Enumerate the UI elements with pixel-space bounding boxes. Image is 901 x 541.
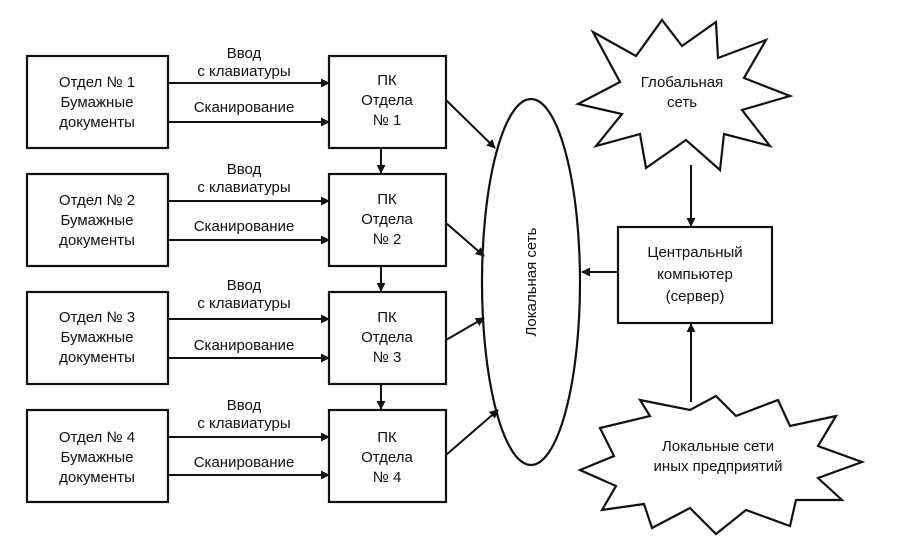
- local-network-label: Локальная сеть: [523, 227, 540, 336]
- keyboard-input-label-3-line-2: с клавиатуры: [197, 295, 290, 312]
- pc-2-line-3: № 2: [373, 231, 402, 248]
- other-networks-line-1: Локальные сети: [662, 438, 774, 455]
- server-line-1: Центральный: [647, 244, 742, 261]
- keyboard-input-label-4-line-2: с клавиатуры: [197, 415, 290, 432]
- other-networks-burst: [577, 394, 866, 536]
- department-1-line-3: документы: [59, 114, 135, 131]
- department-row-4: Отдел № 4 Бумажные документы Ввод с клав…: [25, 397, 448, 504]
- global-network-burst: [574, 18, 794, 173]
- department-3-line-1: Отдел № 3: [59, 309, 135, 326]
- pc-1-line-2: Отдела: [361, 92, 413, 109]
- department-3-line-2: Бумажные: [61, 329, 134, 346]
- department-3-line-3: документы: [59, 349, 135, 366]
- pc-1-to-network-arrow: [445, 99, 496, 149]
- department-1-line-1: Отдел № 1: [59, 74, 135, 91]
- keyboard-input-label-2-line-1: Ввод: [227, 161, 262, 178]
- department-2-line-3: документы: [59, 232, 135, 249]
- scanning-label-4: Сканирование: [194, 454, 295, 471]
- pc-4-line-2: Отдела: [361, 449, 413, 466]
- department-4-line-2: Бумажные: [61, 449, 134, 466]
- other-networks-line-2: иных предприятий: [654, 458, 783, 475]
- department-2-line-2: Бумажные: [61, 212, 134, 229]
- pc-1-line-1: ПК: [377, 72, 397, 89]
- pc-2-line-1: ПК: [377, 191, 397, 208]
- global-network-line-1: Глобальная: [641, 74, 723, 91]
- pc-box-3: [327, 290, 448, 386]
- department-row-3: Отдел № 3 Бумажные документы Ввод с клав…: [25, 277, 448, 386]
- pc-3-line-1: ПК: [377, 309, 397, 326]
- department-row-1: Отдел № 1 Бумажные документы Ввод с клав…: [25, 45, 448, 150]
- pc-box-2: [327, 172, 448, 268]
- server-box: [616, 225, 774, 325]
- department-box-3: [25, 290, 170, 386]
- department-2-line-1: Отдел № 2: [59, 192, 135, 209]
- pc-box-1: [327, 54, 448, 150]
- department-box-4: [25, 408, 170, 504]
- scanning-label-2: Сканирование: [194, 218, 295, 235]
- pc-1-line-3: № 1: [373, 112, 402, 129]
- department-4-line-1: Отдел № 4: [59, 429, 135, 446]
- pc-3-line-3: № 3: [373, 349, 402, 366]
- pc-2-line-2: Отдела: [361, 211, 413, 228]
- pc-4-to-network-arrow: [445, 409, 499, 456]
- scanning-label-3: Сканирование: [194, 337, 295, 354]
- department-row-2: Отдел № 2 Бумажные документы Ввод с клав…: [25, 161, 448, 268]
- keyboard-input-label-4-line-1: Ввод: [227, 397, 262, 414]
- scanning-label-1: Сканирование: [194, 99, 295, 116]
- department-box-2: [25, 172, 170, 268]
- department-1-line-2: Бумажные: [61, 94, 134, 111]
- keyboard-input-label-2-line-2: с клавиатуры: [197, 179, 290, 196]
- pc-4-line-3: № 4: [373, 469, 402, 486]
- pc-3-line-2: Отдела: [361, 329, 413, 346]
- server-line-3: (сервер): [666, 288, 725, 305]
- keyboard-input-label-3-line-1: Ввод: [227, 277, 262, 294]
- keyboard-input-label-1-line-1: Ввод: [227, 45, 262, 62]
- department-4-line-3: документы: [59, 469, 135, 486]
- pc-2-to-network-arrow: [445, 222, 485, 257]
- pc-box-4: [327, 408, 448, 504]
- keyboard-input-label-1-line-2: с клавиатуры: [197, 63, 290, 80]
- pc-3-to-network-arrow: [445, 317, 485, 341]
- department-box-1: [25, 54, 170, 150]
- local-network-ellipse: [480, 97, 582, 467]
- global-network-line-2: сеть: [667, 94, 697, 111]
- server-line-2: компьютер: [657, 266, 733, 283]
- pc-4-line-1: ПК: [377, 429, 397, 446]
